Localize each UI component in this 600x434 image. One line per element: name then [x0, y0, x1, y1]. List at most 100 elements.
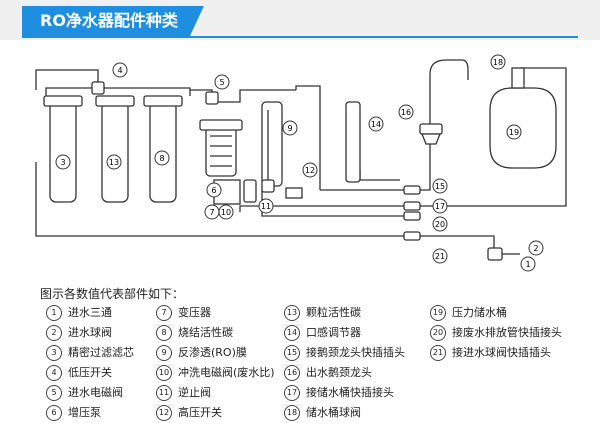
legend-item-number: 15: [284, 345, 300, 361]
high-pressure-switch: [285, 187, 303, 199]
callout-circle-8: [154, 150, 170, 166]
legend-item: 16 出水鹅颈龙头: [284, 364, 372, 382]
legend-item-label: 增压泵: [68, 406, 101, 419]
callout-circle-2: [528, 240, 544, 256]
callout-number-1: 1: [525, 260, 530, 269]
gooseneck-faucet: [419, 59, 469, 145]
header-divider: [22, 36, 578, 38]
callout-number-13: 13: [109, 158, 119, 167]
callout-number-20: 20: [435, 220, 445, 229]
legend-item: 11 逆止阀: [156, 384, 211, 402]
callout-circle-14: [368, 116, 384, 132]
legend-item-number: 2: [46, 325, 62, 341]
pipe-to-20: [261, 190, 408, 217]
legend-item-label: 接储水桶快插接头: [306, 386, 394, 399]
legend-item-number: 14: [284, 325, 300, 341]
ro-membrane-housing: [261, 101, 283, 187]
legend-item-number: 12: [156, 405, 172, 421]
pipe-to-21: [35, 162, 408, 237]
callout-number-10: 10: [221, 208, 231, 217]
callout-number-15: 15: [435, 182, 445, 191]
callout-circle-6: [206, 182, 222, 198]
legend-item-label: 出水鹅颈龙头: [306, 366, 372, 379]
legend-item-label: 低压开关: [68, 366, 112, 379]
pipe-post-carbon: [295, 85, 321, 190]
legend-item: 12 高压开关: [156, 404, 222, 422]
legend-item-number: 16: [284, 365, 300, 381]
callout-circle-11: [258, 198, 274, 214]
callout-number-4: 4: [117, 66, 122, 75]
callout-circle-13: [106, 154, 122, 170]
callout-number-3: 3: [60, 158, 65, 167]
legend-item-label: 接鹅颈龙头快插插头: [306, 346, 405, 359]
callout-circle-21: [432, 248, 448, 264]
legend-item-label: 进水球阀: [68, 326, 112, 339]
legend-item: 3 精密过滤滤芯: [46, 344, 134, 362]
legend-item-label: 冲洗电磁阀(废水比): [178, 366, 275, 379]
legend-item-label: 变压器: [178, 306, 211, 319]
legend-item-number: 21: [430, 345, 446, 361]
prefilter-housings: [43, 95, 183, 203]
callout-circle-20: [432, 216, 448, 232]
post-carbon-filter: [345, 101, 361, 183]
legend-item-label: 进水三通: [68, 306, 112, 319]
legend-item-label: 压力储水桶: [452, 306, 507, 319]
callout-number-17: 17: [435, 202, 445, 211]
callout-number-11: 11: [261, 202, 271, 211]
legend-item-number: 20: [430, 325, 446, 341]
legend-item: 8 烧结活性碳: [156, 324, 233, 342]
legend-item: 21 接进水球阀快插插头: [430, 344, 551, 362]
legend-item-number: 13: [284, 305, 300, 321]
callout-number-16: 16: [401, 108, 411, 117]
legend-item-number: 11: [156, 385, 172, 401]
callout-circle-9: [282, 120, 298, 136]
callout-circle-17: [432, 198, 448, 214]
callout-circle-5: [214, 74, 230, 90]
legend-item-label: 储水桶球阀: [306, 406, 361, 419]
callout-circle-4: [112, 62, 128, 78]
legend-item-label: 精密过滤滤芯: [68, 346, 134, 359]
callout-number-6: 6: [211, 186, 216, 195]
callout-number-12: 12: [305, 166, 315, 175]
legend-item-label: 逆止阀: [178, 386, 211, 399]
quick-connect-fittings: [91, 81, 503, 261]
pressure-tank: [489, 67, 557, 169]
pipe-inlet-tee: [420, 235, 520, 255]
legend-item-label: 高压开关: [178, 406, 222, 419]
legend-item-label: 烧结活性碳: [178, 326, 233, 339]
pipe-14-out: [359, 170, 400, 181]
callout-circle-12: [302, 162, 318, 178]
callout-circle-1: [520, 256, 536, 272]
legend-item: 15 接鹅颈龙头快插插头: [284, 344, 405, 362]
legend-item-number: 8: [156, 325, 172, 341]
pipe-to-17: [239, 205, 408, 212]
legend-item: 2 进水球阀: [46, 324, 112, 342]
pipe-filter-top: [45, 87, 191, 98]
legend-title: 图示各数值代表部件如下：: [40, 287, 185, 301]
legend-item-number: 5: [46, 385, 62, 401]
callout-number-5: 5: [219, 78, 224, 87]
legend-item-number: 4: [46, 365, 62, 381]
callout-number-8: 8: [159, 154, 164, 163]
pipe-faucet: [420, 130, 431, 191]
legend-item-label: 接进水球阀快插插头: [452, 346, 551, 359]
callout-number-19: 19: [509, 128, 519, 137]
callout-number-14: 14: [371, 120, 381, 129]
callout-number-18: 18: [493, 58, 503, 67]
pipe-ro-top: [212, 89, 296, 103]
callout-number-2: 2: [533, 244, 538, 253]
legend-item-label: 颗粒活性碳: [306, 306, 361, 319]
callout-circle-10: [218, 204, 234, 220]
callout-circle-16: [398, 104, 414, 120]
legend-item-number: 3: [46, 345, 62, 361]
